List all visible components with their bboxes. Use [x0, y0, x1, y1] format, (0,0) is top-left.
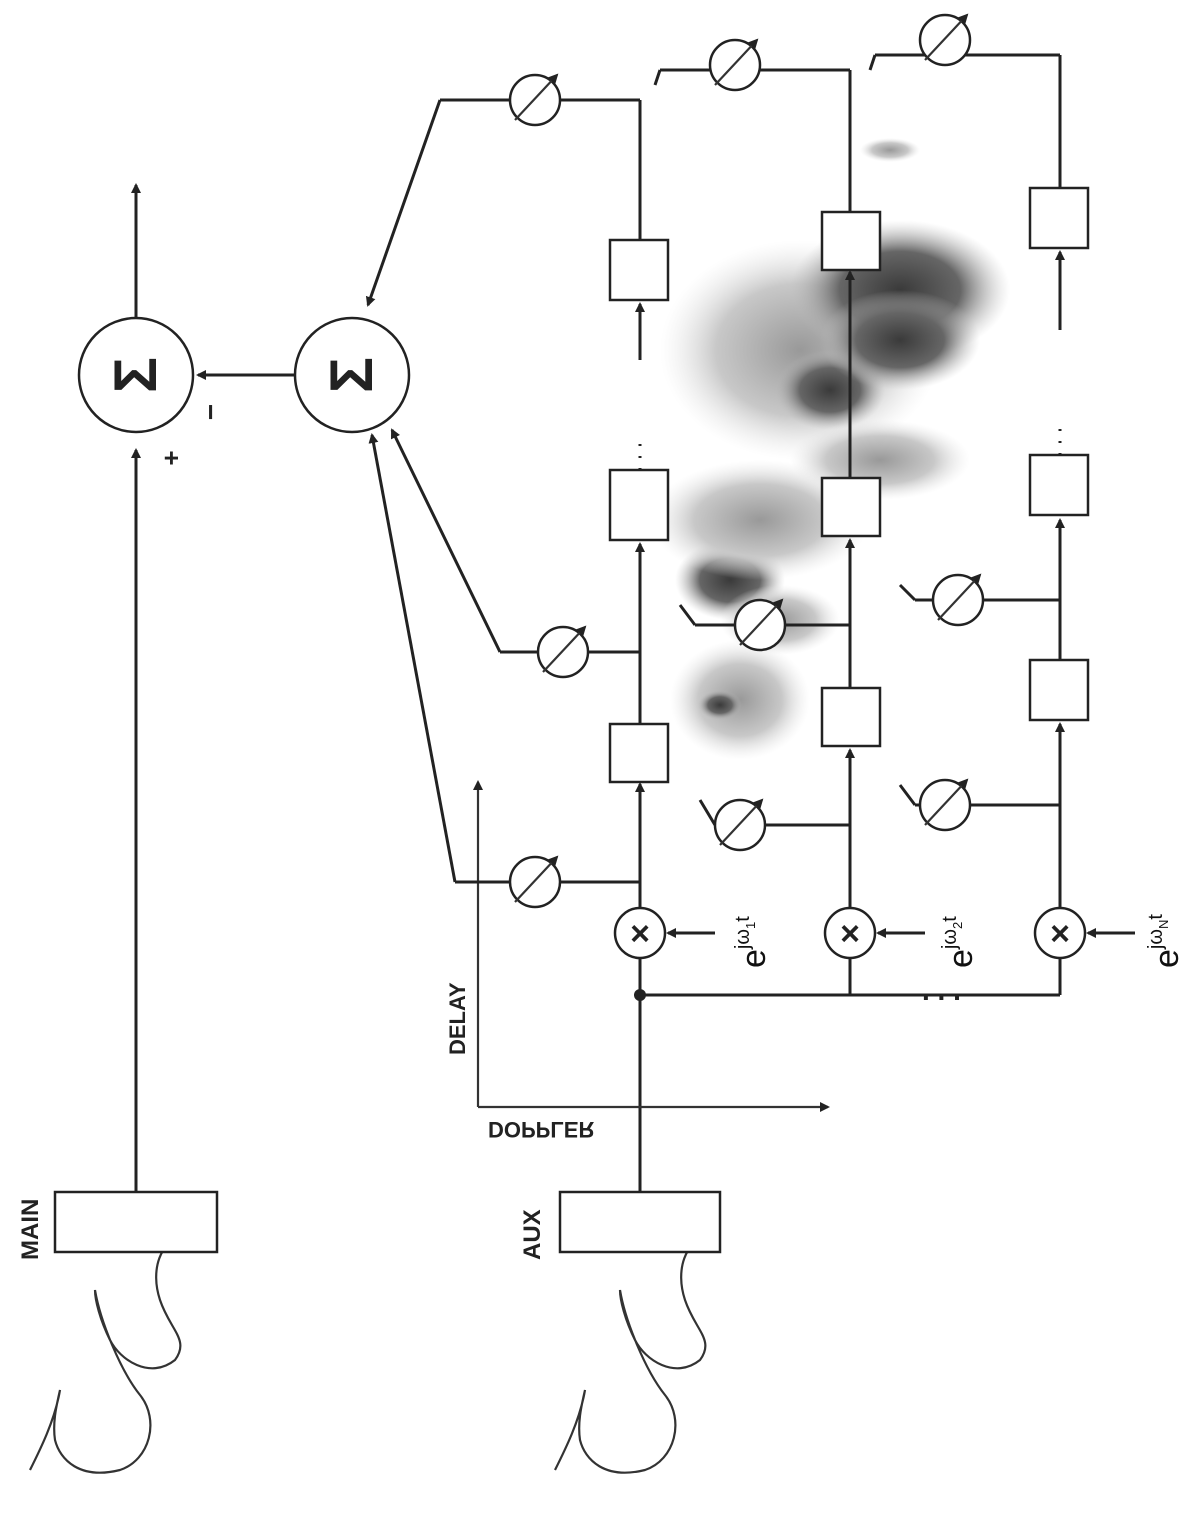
delay-doppler-axes: [473, 780, 830, 1112]
mixer-1-icon: ×: [613, 906, 715, 995]
delay-element-1-2: [608, 468, 670, 542]
delay-element-2-3: [820, 210, 882, 272]
weight-2-1-icon: [698, 798, 850, 852]
svg-text:×: ×: [1050, 915, 1070, 953]
tapped-delay-line-2: [820, 70, 882, 908]
delay-element-1-3: [608, 238, 670, 302]
adaptive-summing-junction-icon: Σ: [293, 316, 411, 434]
minus-sign: −: [195, 404, 226, 420]
svg-text:ejω1t: ejω1t: [732, 916, 773, 968]
mixer-n-icon: ×: [1033, 906, 1135, 995]
weight-1-3-icon: [365, 73, 640, 307]
aux-receiver-box: [558, 1190, 722, 1254]
delay-element-n-2: [1028, 453, 1090, 517]
weight-n-1-icon: [898, 778, 1060, 832]
weight-2-2-icon: [678, 598, 850, 652]
svg-text:ejω2t: ejω2t: [939, 916, 980, 968]
oscillator-1-label: ejω1t: [732, 916, 773, 968]
weight-1-2-icon: [390, 428, 640, 679]
delay-element-1-1: [608, 722, 670, 784]
main-antenna-beam-icon: [29, 1233, 206, 1474]
weight-n-3-icon: [868, 13, 1060, 71]
svg-text:×: ×: [840, 915, 860, 953]
bus-ellipsis: . . .: [922, 975, 961, 1006]
delay-element-n-3: [1028, 186, 1090, 250]
svg-text:Σ: Σ: [102, 357, 169, 393]
tapped-delay-line-n: [1028, 55, 1090, 908]
svg-text:×: ×: [630, 915, 650, 953]
doppler-axis-label: DOPPLER: [488, 1117, 594, 1142]
weight-1-1-icon: [368, 433, 640, 909]
plus-sign: +: [156, 450, 186, 465]
mixer-2-icon: ×: [823, 906, 925, 995]
oscillator-2-label: ejω2t: [939, 916, 980, 968]
aux-label: AUX: [519, 1209, 546, 1260]
delay-element-n-1: [1028, 658, 1090, 722]
delay-element-2-1: [820, 686, 882, 748]
tapped-delay-line-1: [608, 100, 670, 908]
main-receiver-box: [53, 1190, 219, 1254]
delay-element-2-2: [820, 476, 882, 538]
delay-axis-label: DELAY: [445, 982, 470, 1055]
svg-text:Σ: Σ: [318, 357, 385, 393]
weight-n-2-icon: [898, 573, 1060, 627]
oscillator-n-label: ejωNt: [1145, 914, 1182, 968]
svg-text:ejωNt: ejωNt: [1145, 914, 1182, 968]
aux-antenna-beam-icon: [554, 1233, 711, 1474]
output-summing-junction-icon: Σ: [77, 316, 195, 434]
weight-2-3-icon: [653, 38, 850, 92]
main-label: MAIN: [17, 1199, 44, 1260]
